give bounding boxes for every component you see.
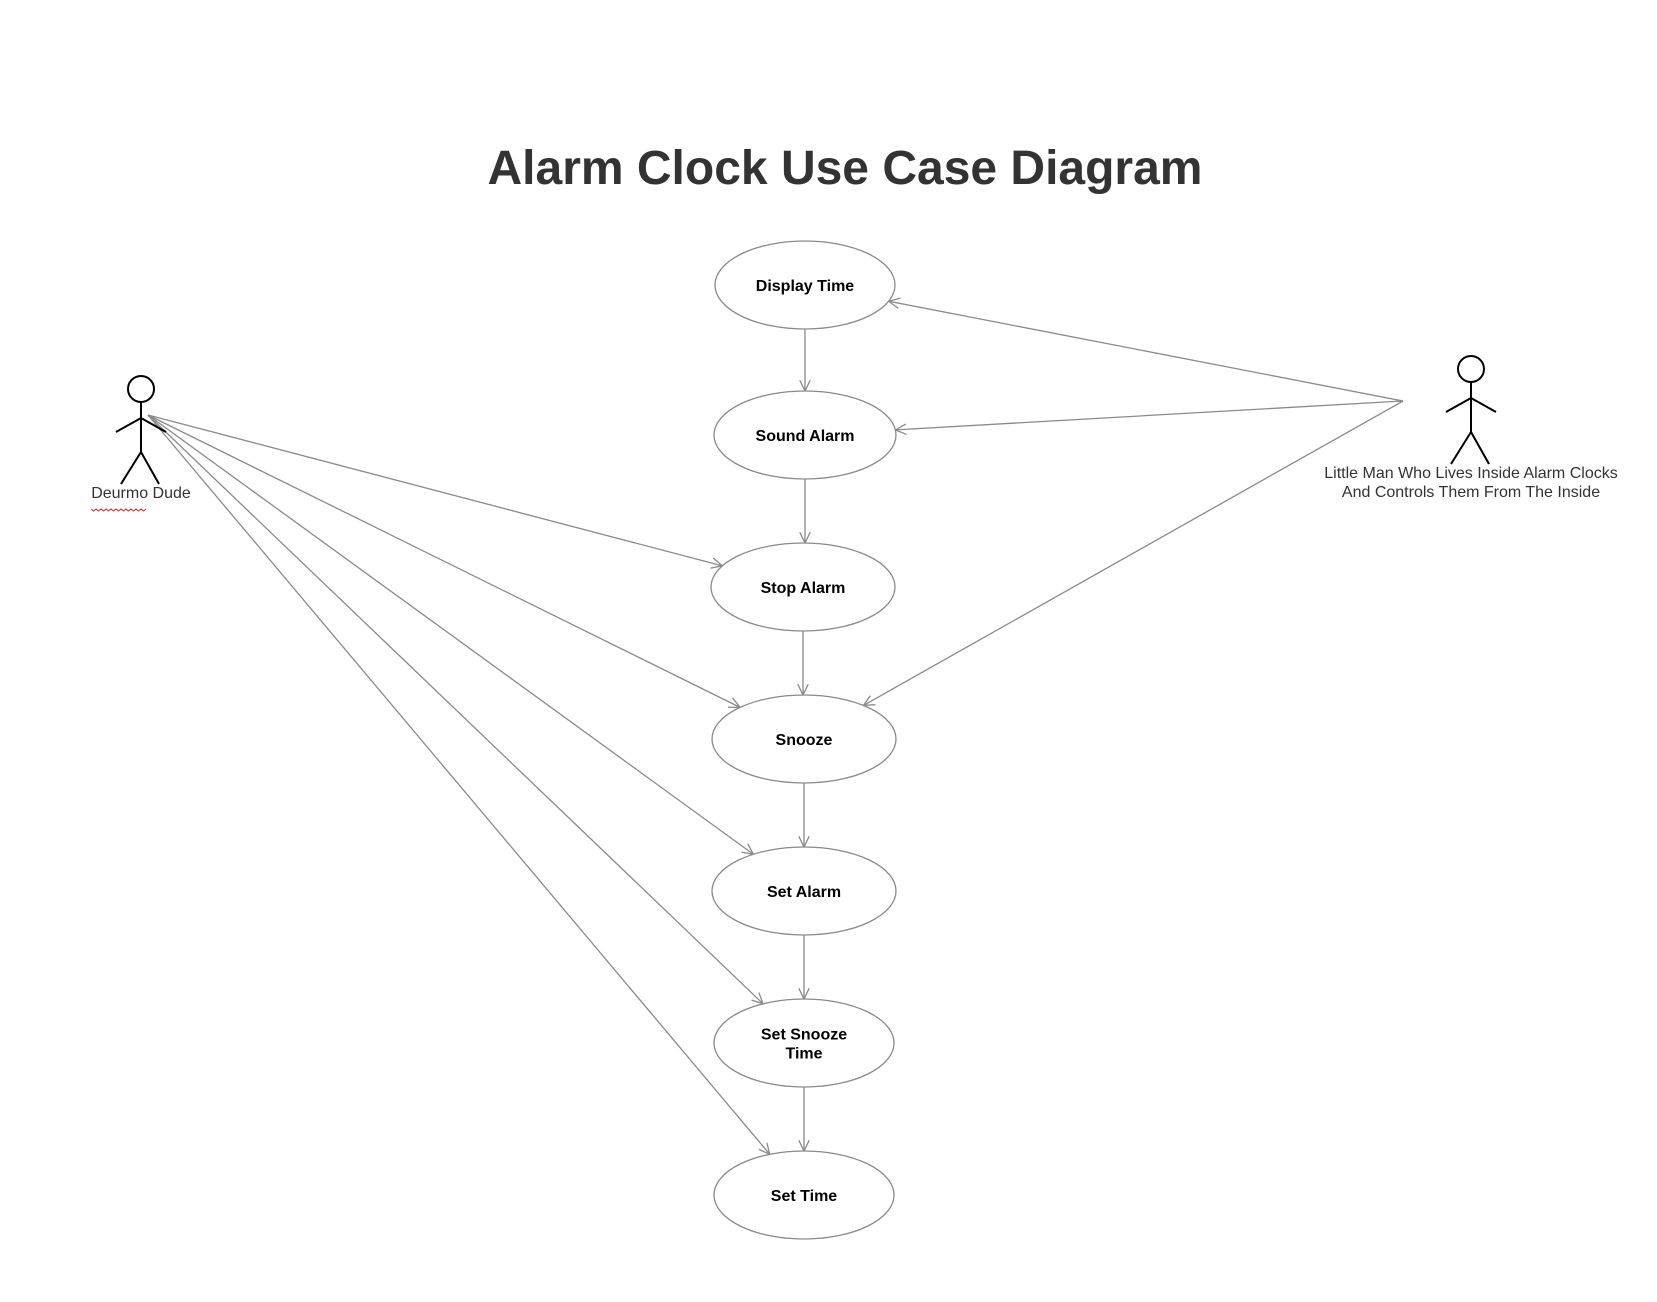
association-sound_alarm-to-stop_alarm [799,479,811,545]
actor-label: Deurmo Dude [91,485,191,502]
use-case-ellipse[interactable] [711,694,897,784]
use-case-sound-alarm[interactable]: Sound Alarm [713,390,897,480]
use-case-set-time[interactable]: Set Time [713,1150,895,1240]
actor-label: Little Man Who Lives Inside Alarm Clocks [1324,465,1617,482]
use-case-ellipse[interactable] [711,846,897,936]
use-case-label: Stop Alarm [761,580,846,597]
use-case-ellipse[interactable] [713,390,897,480]
actor-littleman[interactable]: Little Man Who Lives Inside Alarm Clocks… [1324,355,1618,501]
association-display_time-to-sound_alarm [799,329,811,393]
association-deurmo-to-set_alarm [147,414,755,856]
use-case-stop-alarm[interactable]: Stop Alarm [710,542,896,632]
use-case-label: Set Time [771,1188,838,1205]
stick-figure-icon [115,375,167,485]
association-littleman-to-snooze [862,400,1404,707]
spellcheck-underline [90,508,147,512]
use-case-label: Set Snooze [761,1027,847,1044]
association-set_snooze_time-to-set_time [798,1087,810,1153]
use-case-ellipse[interactable] [713,998,895,1088]
actor-label: And Controls Them From The Inside [1342,484,1600,501]
diagram-title: Alarm Clock Use Case Diagram [488,142,1203,195]
association-deurmo-to-set_time [147,414,771,1156]
arrowhead-icon [862,695,876,707]
association-littleman-to-display_time [887,297,1404,402]
association-stop_alarm-to-snooze [797,631,809,697]
association-deurmo-to-snooze [147,414,742,709]
use-case-ellipse[interactable] [710,542,896,632]
association-littleman-to-sound_alarm [893,400,1404,436]
use-case-ellipse[interactable] [713,1150,895,1240]
association-layer [147,297,1404,1156]
use-case-ellipse[interactable] [714,240,896,330]
use-case-label: Snooze [776,732,833,749]
association-snooze-to-set_alarm [798,783,810,849]
actor-deurmo[interactable]: Deurmo Dude [90,375,191,512]
use-case-label: Set Alarm [767,884,841,901]
actor-layer: Deurmo Dude Little Man Who Lives Inside A… [90,355,1618,512]
association-deurmo-to-stop_alarm [147,414,724,569]
stick-figure-icon [1445,355,1497,465]
use-case-label: Display Time [756,278,855,295]
use-case-label: Sound Alarm [756,428,855,445]
association-set_alarm-to-set_snooze_time [798,935,810,1001]
use-case-label: Time [785,1046,822,1063]
association-deurmo-to-set_snooze_time [147,414,765,1005]
use-case-snooze[interactable]: Snooze [711,694,897,784]
use-case-display-time[interactable]: Display Time [714,240,896,330]
use-case-set-alarm[interactable]: Set Alarm [711,846,897,936]
